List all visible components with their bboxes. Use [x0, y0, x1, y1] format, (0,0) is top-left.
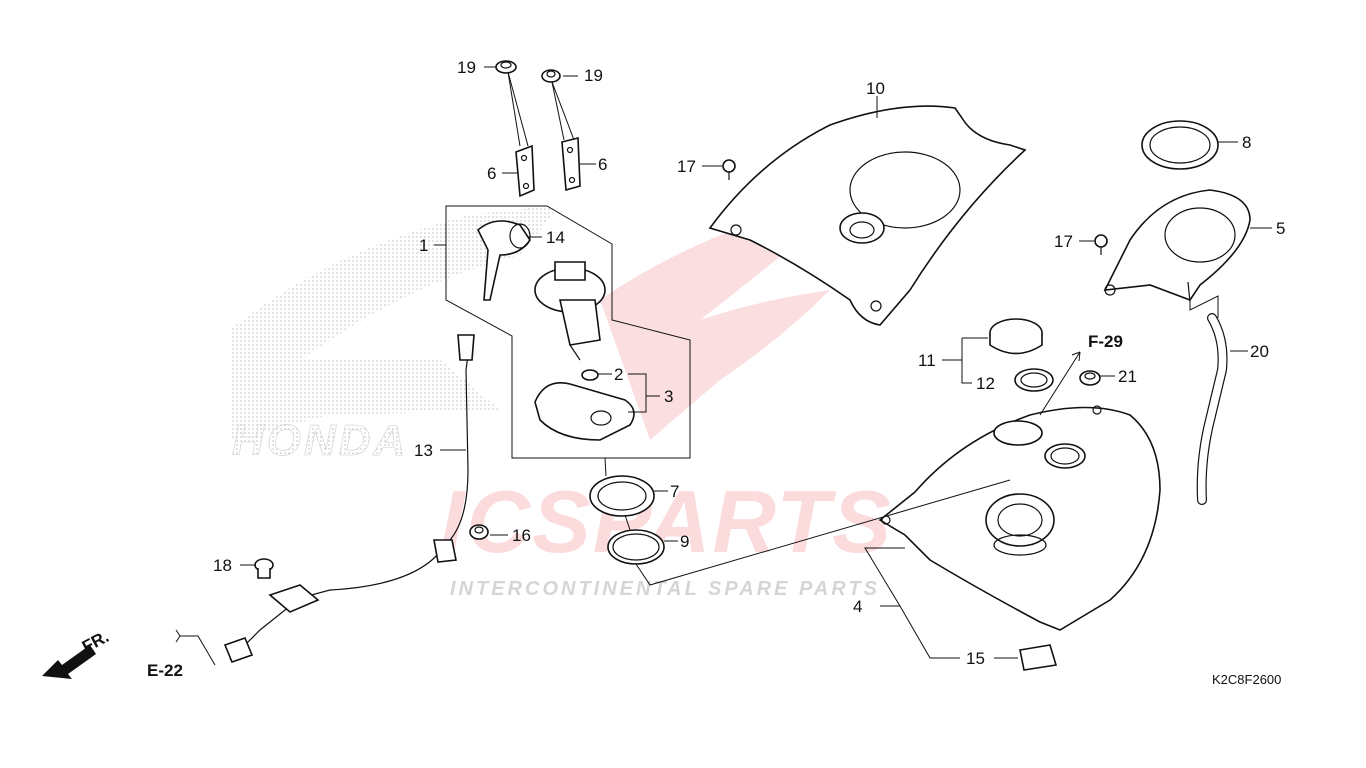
callout-19-left: 19: [457, 58, 476, 77]
callout-11: 11: [918, 351, 936, 370]
clip-17-lower: [1094, 234, 1108, 255]
watermark-tagline: INTERCONTINENTAL SPARE PARTS: [450, 578, 880, 600]
bracket-6-left: [515, 144, 535, 198]
callout-3: 3: [664, 387, 673, 406]
callout-17-upper: 17: [677, 157, 696, 176]
callout-13: 13: [414, 441, 433, 460]
callout-20: 20: [1250, 342, 1269, 361]
callout-6-left: 6: [487, 164, 496, 183]
callout-19-right: 19: [584, 66, 603, 85]
nut-19-left: [495, 60, 517, 74]
fuel-tank-4: [878, 405, 1161, 631]
leader-lines: [175, 66, 1272, 666]
callout-10: 10: [866, 79, 885, 98]
cap-seal-12: [1014, 368, 1054, 392]
callout-9: 9: [680, 532, 689, 551]
nut-19-right: [541, 69, 561, 83]
fuel-pump-assembly: [534, 261, 606, 361]
red-wing-emblem: [600, 190, 860, 440]
gasket-8: [1141, 120, 1219, 170]
drawing-code: K2C8F2600: [1212, 672, 1281, 687]
callout-21: 21: [1118, 367, 1137, 386]
callout-1: 1: [419, 236, 428, 255]
callout-6-right: 6: [598, 155, 607, 174]
tray-5: [1103, 189, 1251, 303]
callout-14: 14: [546, 228, 565, 247]
bolt-18: [254, 558, 274, 579]
honda-wing-logo: [230, 205, 560, 440]
callout-7: 7: [670, 482, 679, 501]
callout-16: 16: [512, 526, 531, 545]
callout-5: 5: [1276, 219, 1285, 238]
watermark: HONDA ICSPARTS INTERCONTINENTAL SPARE PA…: [230, 190, 893, 600]
callout-15: 15: [966, 649, 985, 668]
fuel-cap-11: [989, 318, 1043, 355]
o-ring-9: [607, 529, 665, 565]
bolt-16: [469, 524, 489, 540]
reference-e-22: E-22: [147, 661, 183, 680]
harness-13: [223, 334, 475, 664]
clip-17-upper: [722, 159, 736, 180]
honda-logo-text: HONDA: [232, 416, 408, 465]
cover-panel-10: [708, 105, 1027, 326]
callout-8: 8: [1242, 133, 1251, 152]
callout-2: 2: [614, 365, 623, 384]
pad-15: [1019, 644, 1058, 671]
callouts: 19 19 6 6 10 17 8 14 17 5 1 2 3 11 20 12…: [213, 58, 1285, 668]
bracket-6-right: [561, 136, 581, 192]
reference-f-29: F-29: [1088, 332, 1123, 351]
callout-18: 18: [213, 556, 232, 575]
hose-20: [1196, 313, 1228, 505]
callout-17-lower: 17: [1054, 232, 1073, 251]
front-direction-arrow: FR.: [42, 627, 112, 679]
watermark-brand: ICSPARTS: [440, 472, 893, 571]
bolt-21: [1079, 370, 1101, 386]
filter-3: [534, 382, 635, 441]
packing-7: [589, 475, 655, 517]
o-ring-2: [581, 369, 599, 381]
harness-14: [477, 220, 531, 301]
callout-4: 4: [853, 597, 862, 616]
callout-12: 12: [976, 374, 995, 393]
